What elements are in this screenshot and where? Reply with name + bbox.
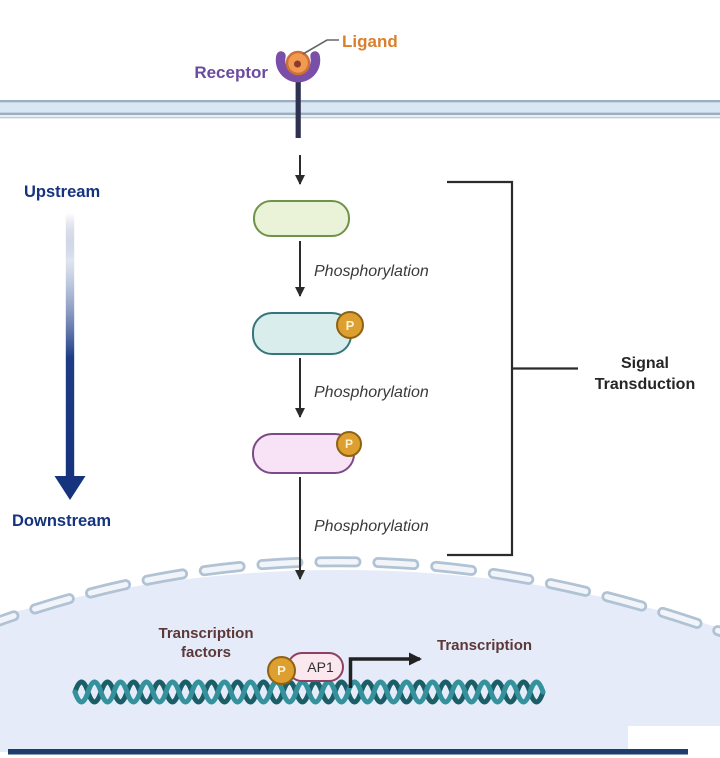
dna-helix-strand-light (72, 679, 546, 705)
ligand-label: Ligand (342, 32, 398, 51)
downstream-label: Downstream (12, 512, 112, 530)
nucleus-bottom-cut (0, 752, 720, 758)
transcription-label: Transcription (437, 637, 533, 654)
upstream-downstream-arrow (54, 213, 86, 500)
ap1-pill: AP1 (287, 652, 344, 682)
ligand-leader-line (302, 39, 339, 55)
receptor-label: Receptor (194, 63, 268, 82)
signal-transduction-label: Signal Transduction (594, 355, 696, 393)
phosphate-badge-pink: P (336, 431, 362, 457)
phosphate-badge-ap1: P (267, 656, 296, 685)
transcription-start-arrow (348, 652, 422, 688)
signal-transduction-bracket (447, 180, 578, 557)
phosphorylation-label-1: Phosphorylation (314, 263, 429, 280)
phosphate-badge-teal: P (336, 311, 364, 339)
ligand-center-dot (294, 60, 301, 68)
cell-membrane (0, 100, 720, 119)
upstream-label: Upstream (24, 183, 101, 201)
kinase-pill-pink (252, 433, 355, 474)
bottom-membrane-bar (8, 749, 688, 755)
kinase-pill-green (253, 200, 350, 237)
nucleus-body (0, 570, 720, 758)
phosphorylation-label-3: Phosphorylation (314, 518, 429, 535)
phosphorylation-label-2: Phosphorylation (314, 384, 429, 401)
receptor-cup-icon (275, 51, 321, 83)
nucleus-envelope-dashes-inner (0, 559, 720, 635)
transcription-factors-label: Transcription factors (158, 625, 254, 661)
receptor-stem (295, 78, 301, 138)
